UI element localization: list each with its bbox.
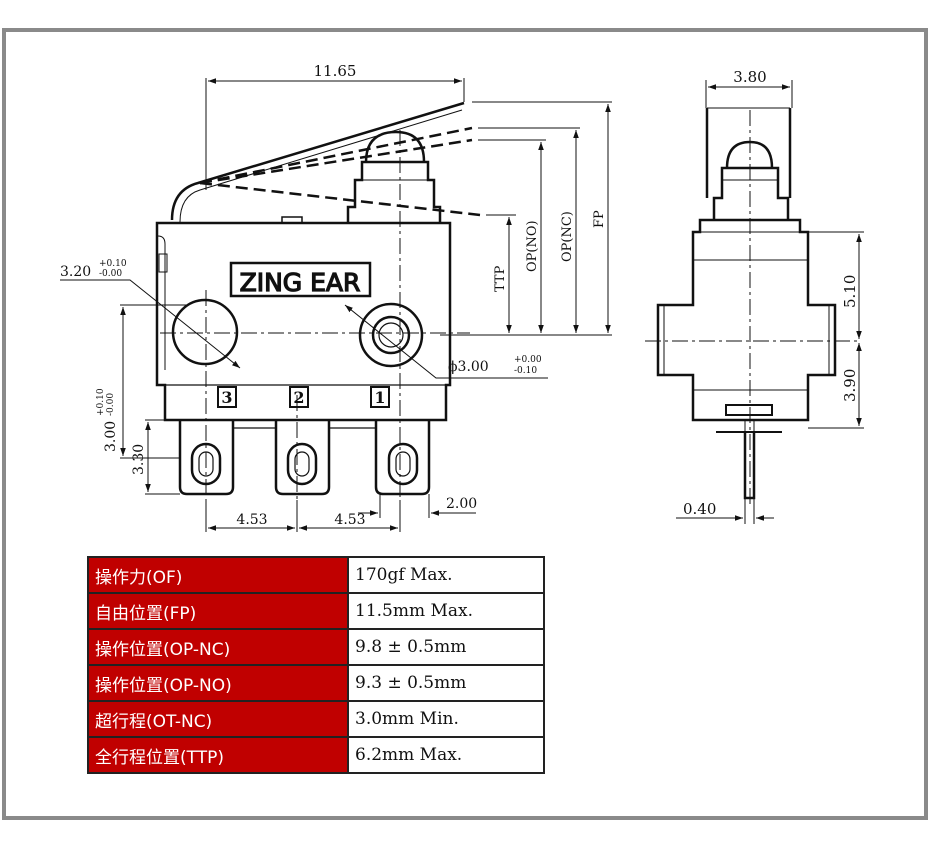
dim-hole-height-tol-upper: +0.10	[96, 388, 106, 416]
table-row: 全行程位置(TTP) 6.2mm Max.	[87, 736, 545, 774]
table-row: 操作位置(OP-NO) 9.3 ± 0.5mm	[87, 664, 545, 702]
dim-hole-dia-tol-lower: -0.00	[99, 269, 122, 279]
spec-value: 11.5mm Max.	[347, 592, 545, 630]
spec-value: 6.2mm Max.	[347, 736, 545, 774]
table-row: 操作力(OF) 170gf Max.	[87, 556, 545, 594]
dim-hole-height: 3.00	[103, 421, 119, 452]
dim-side-thickness: 0.40	[683, 500, 716, 518]
spec-value: 170gf Max.	[347, 556, 545, 594]
terminal-number-1: 1	[374, 388, 385, 407]
dim-pitch-left: 4.53	[236, 512, 267, 528]
spec-key: 操作力(OF)	[87, 556, 349, 594]
brand-label: ZING EAR	[240, 268, 361, 297]
front-view	[60, 78, 612, 532]
dim-side-width: 3.80	[733, 68, 766, 86]
spec-key: 操作位置(OP-NO)	[87, 664, 349, 702]
dim-pivot-dia: ϕ3.00	[448, 359, 489, 375]
spec-key: 操作位置(OP-NC)	[87, 628, 349, 666]
spec-key: 超行程(OT-NC)	[87, 700, 349, 738]
dim-hole-dia-tol-upper: +0.10	[99, 259, 127, 269]
side-view	[645, 80, 864, 524]
dim-side-upper: 5.10	[841, 275, 859, 308]
dim-hole-dia: 3.20	[60, 264, 91, 280]
terminal-number-2: 2	[293, 388, 304, 407]
dim-terminal-width: 2.00	[446, 496, 477, 512]
table-row: 超行程(OT-NC) 3.0mm Min.	[87, 700, 545, 738]
dim-side-lower: 3.90	[841, 369, 859, 402]
spec-key: 自由位置(FP)	[87, 592, 349, 630]
dim-overall-length: 11.65	[314, 62, 357, 80]
label-fp: FP	[592, 210, 607, 228]
table-row: 操作位置(OP-NC) 9.8 ± 0.5mm	[87, 628, 545, 666]
spec-table: 操作力(OF) 170gf Max. 自由位置(FP) 11.5mm Max. …	[87, 556, 545, 774]
terminal-number-3: 3	[221, 388, 232, 407]
outer-border	[2, 28, 928, 820]
dim-pitch-right: 4.53	[334, 512, 365, 528]
label-op-no: OP(NO)	[525, 220, 540, 272]
table-row: 自由位置(FP) 11.5mm Max.	[87, 592, 545, 630]
label-op-nc: OP(NC)	[560, 211, 575, 262]
spec-key: 全行程位置(TTP)	[87, 736, 349, 774]
dim-hole-height-tol-lower: -0.00	[106, 393, 116, 416]
spec-value: 3.0mm Min.	[347, 700, 545, 738]
dim-terminal-height: 3.30	[131, 444, 147, 475]
spec-value: 9.3 ± 0.5mm	[347, 664, 545, 702]
dim-pivot-dia-tol-upper: +0.00	[514, 355, 542, 365]
dim-pivot-dia-tol-lower: -0.10	[514, 366, 537, 376]
spec-value: 9.8 ± 0.5mm	[347, 628, 545, 666]
label-ttp: TTP	[493, 265, 508, 292]
